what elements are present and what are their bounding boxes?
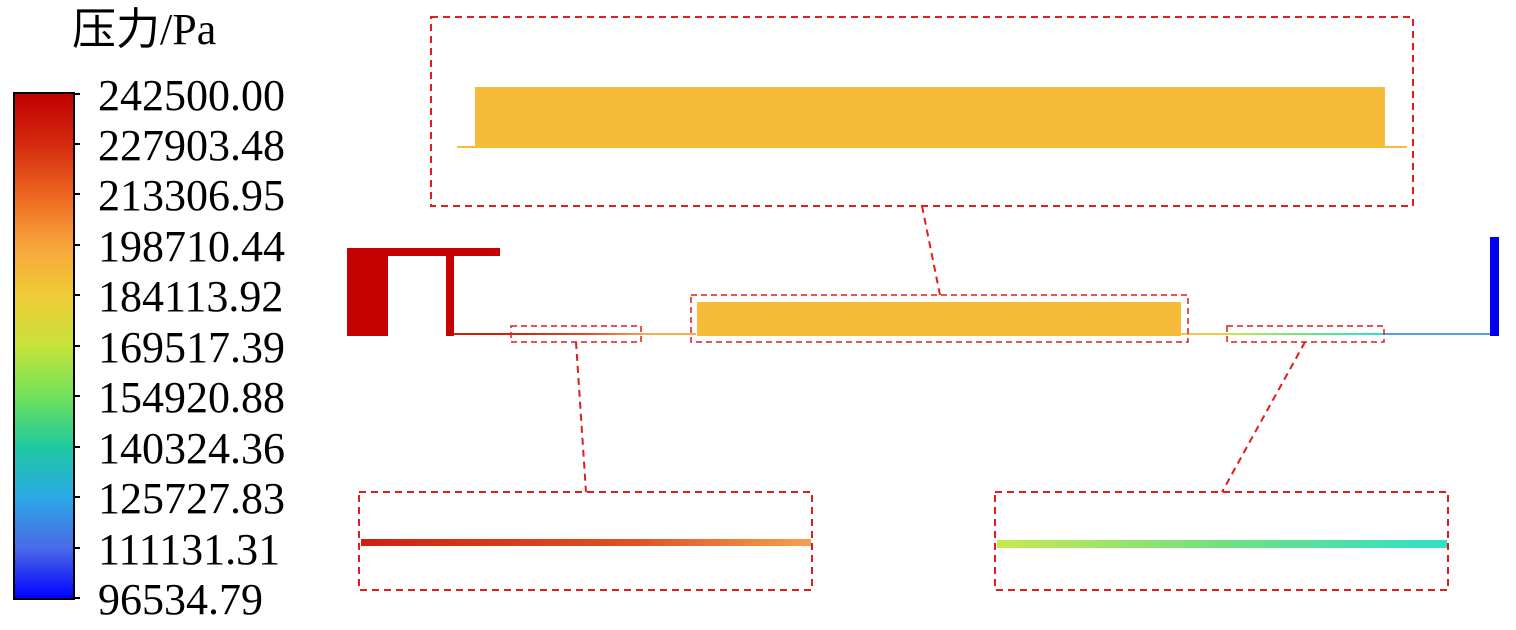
legend-tick-label: 213306.95	[98, 171, 285, 220]
legend-tick-label: 169517.39	[98, 323, 285, 372]
inset-right-pipe-body	[997, 540, 1447, 548]
connector-right	[1221, 341, 1306, 493]
inlet-top-channel	[388, 248, 500, 256]
pipe-segment-4	[1384, 333, 1490, 335]
inset-chamber-frame	[430, 16, 1414, 207]
inset-left-pipe-body	[361, 539, 811, 546]
connector-center	[921, 205, 941, 296]
inset-right-pipe	[994, 491, 1449, 591]
zoom-marker-right	[1226, 325, 1385, 343]
legend-tick-label: 111131.31	[98, 525, 281, 574]
pipe-segment-right	[1228, 333, 1384, 335]
inset-left-pipe	[358, 491, 813, 591]
inset-chamber-outlet-pipe	[1385, 146, 1407, 148]
damping-chamber	[697, 302, 1181, 336]
pipe-segment-left	[510, 333, 642, 335]
legend-tick-label: 227903.48	[98, 121, 285, 170]
legend-tick-label: 198710.44	[98, 222, 285, 271]
legend-tick-label: 140324.36	[98, 424, 285, 473]
colorbar-ticks	[74, 93, 80, 599]
legend-tick-label: 154920.88	[98, 373, 285, 422]
inset-chamber-inlet-pipe	[457, 146, 475, 148]
zoom-marker-center	[690, 294, 1189, 343]
outlet-channel	[1490, 237, 1499, 336]
inlet-vertical-channel	[446, 256, 454, 336]
pipe-segment-1	[454, 333, 510, 335]
inlet-chamber	[347, 248, 388, 336]
legend-tick-label: 125727.83	[98, 474, 285, 523]
pipe-segment-2	[642, 333, 696, 335]
inset-chamber	[430, 16, 1414, 207]
colorbar	[13, 92, 80, 600]
legend-tick-label: 242500.00	[98, 71, 285, 120]
legend-tick-label: 184113.92	[98, 272, 284, 321]
colorbar-gradient	[13, 92, 75, 600]
flow-domain	[347, 237, 1499, 336]
pipe-segment-3	[1181, 333, 1228, 335]
inset-chamber-body	[475, 87, 1385, 148]
legend-title: 压力/Pa	[72, 5, 217, 54]
legend-tick-label: 96534.79	[98, 575, 263, 624]
connector-left	[575, 341, 587, 493]
